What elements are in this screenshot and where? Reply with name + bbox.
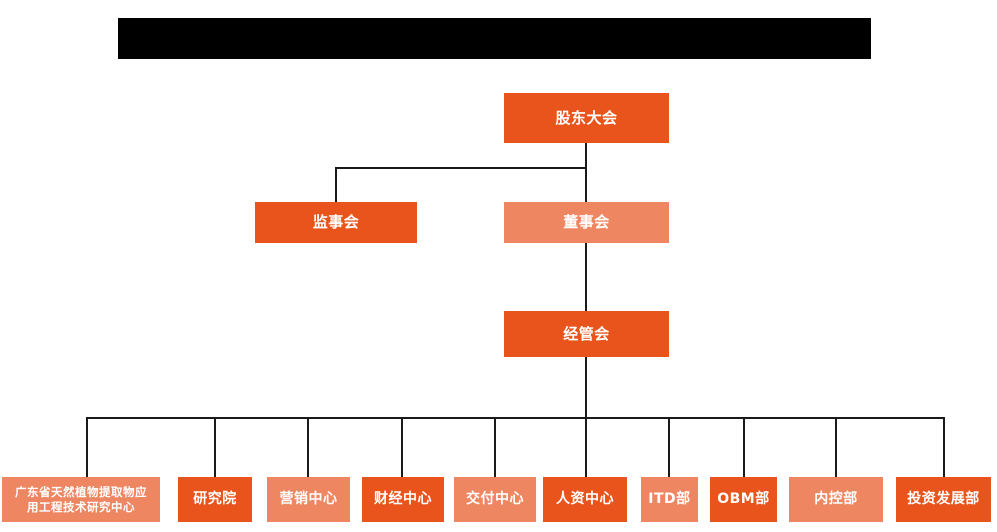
department-guangdong-research-center[interactable]: 广东省天然植物提取物应 用工程技术研究中心: [2, 477, 160, 522]
node-board-of-directors[interactable]: 董事会: [504, 202, 669, 243]
department-itd[interactable]: ITD部: [641, 477, 698, 522]
node-management-committee[interactable]: 经管会: [504, 311, 669, 357]
department-marketing-center[interactable]: 营销中心: [267, 477, 350, 522]
connector-drop-8: [743, 417, 745, 477]
department-label-line1: 广东省天然植物提取物应: [15, 485, 147, 500]
connector-drop-1: [86, 417, 88, 477]
department-obm[interactable]: OBM部: [710, 477, 777, 522]
title-banner-redacted: [118, 18, 871, 59]
connector-drop-6: [585, 417, 587, 477]
department-delivery-center[interactable]: 交付中心: [454, 477, 536, 522]
connector-department-bus: [86, 417, 944, 419]
connector-level2-bus: [335, 167, 587, 169]
connector-drop-9: [835, 417, 837, 477]
department-investment-development[interactable]: 投资发展部: [896, 477, 991, 522]
department-research-institute[interactable]: 研究院: [178, 477, 252, 522]
department-label-line2: 用工程技术研究中心: [27, 499, 135, 514]
connector-drop-3: [307, 417, 309, 477]
connector-drop-5: [494, 417, 496, 477]
connector-supervisors-down: [335, 167, 337, 202]
department-hr-center[interactable]: 人资中心: [543, 477, 627, 522]
connector-directors-down: [585, 167, 587, 202]
connector-shareholders-down: [585, 143, 587, 168]
connector-drop-10: [943, 417, 945, 477]
node-shareholders-meeting[interactable]: 股东大会: [504, 93, 669, 143]
connector-drop-2: [214, 417, 216, 477]
connector-drop-7: [668, 417, 670, 477]
node-board-of-supervisors[interactable]: 监事会: [255, 202, 417, 243]
department-finance-center[interactable]: 财经中心: [362, 477, 444, 522]
connector-directors-to-management: [585, 243, 587, 311]
connector-management-down: [585, 357, 587, 418]
connector-drop-4: [401, 417, 403, 477]
department-internal-control[interactable]: 内控部: [789, 477, 883, 522]
